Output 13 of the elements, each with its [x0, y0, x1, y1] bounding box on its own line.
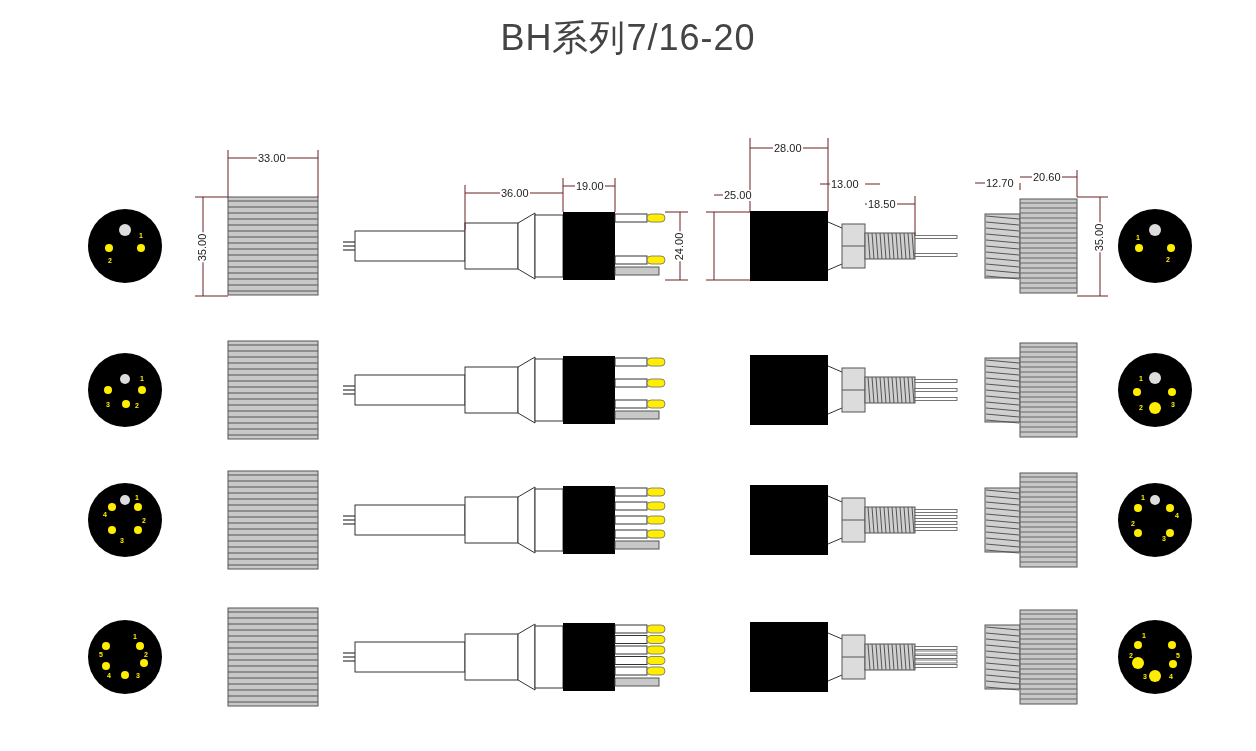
dimension-label: 36.00 — [500, 187, 530, 199]
dimension-label: 28.00 — [773, 142, 803, 154]
title: BH系列7/16-20 — [499, 16, 757, 60]
dimension-label: 12.70 — [985, 177, 1015, 189]
dimension-label: 18.50 — [867, 198, 897, 210]
dimension-label: 35.00 — [197, 232, 209, 262]
dimension-label: 19.00 — [575, 180, 605, 192]
dimension-label: 35.00 — [1094, 222, 1106, 252]
dimension-label: 25.00 — [723, 189, 753, 201]
dimension-label: 13.00 — [830, 178, 860, 190]
dimension-label: 20.60 — [1032, 171, 1062, 183]
dimension-label: 33.00 — [257, 152, 287, 164]
dimension-label: 24.00 — [674, 231, 686, 261]
